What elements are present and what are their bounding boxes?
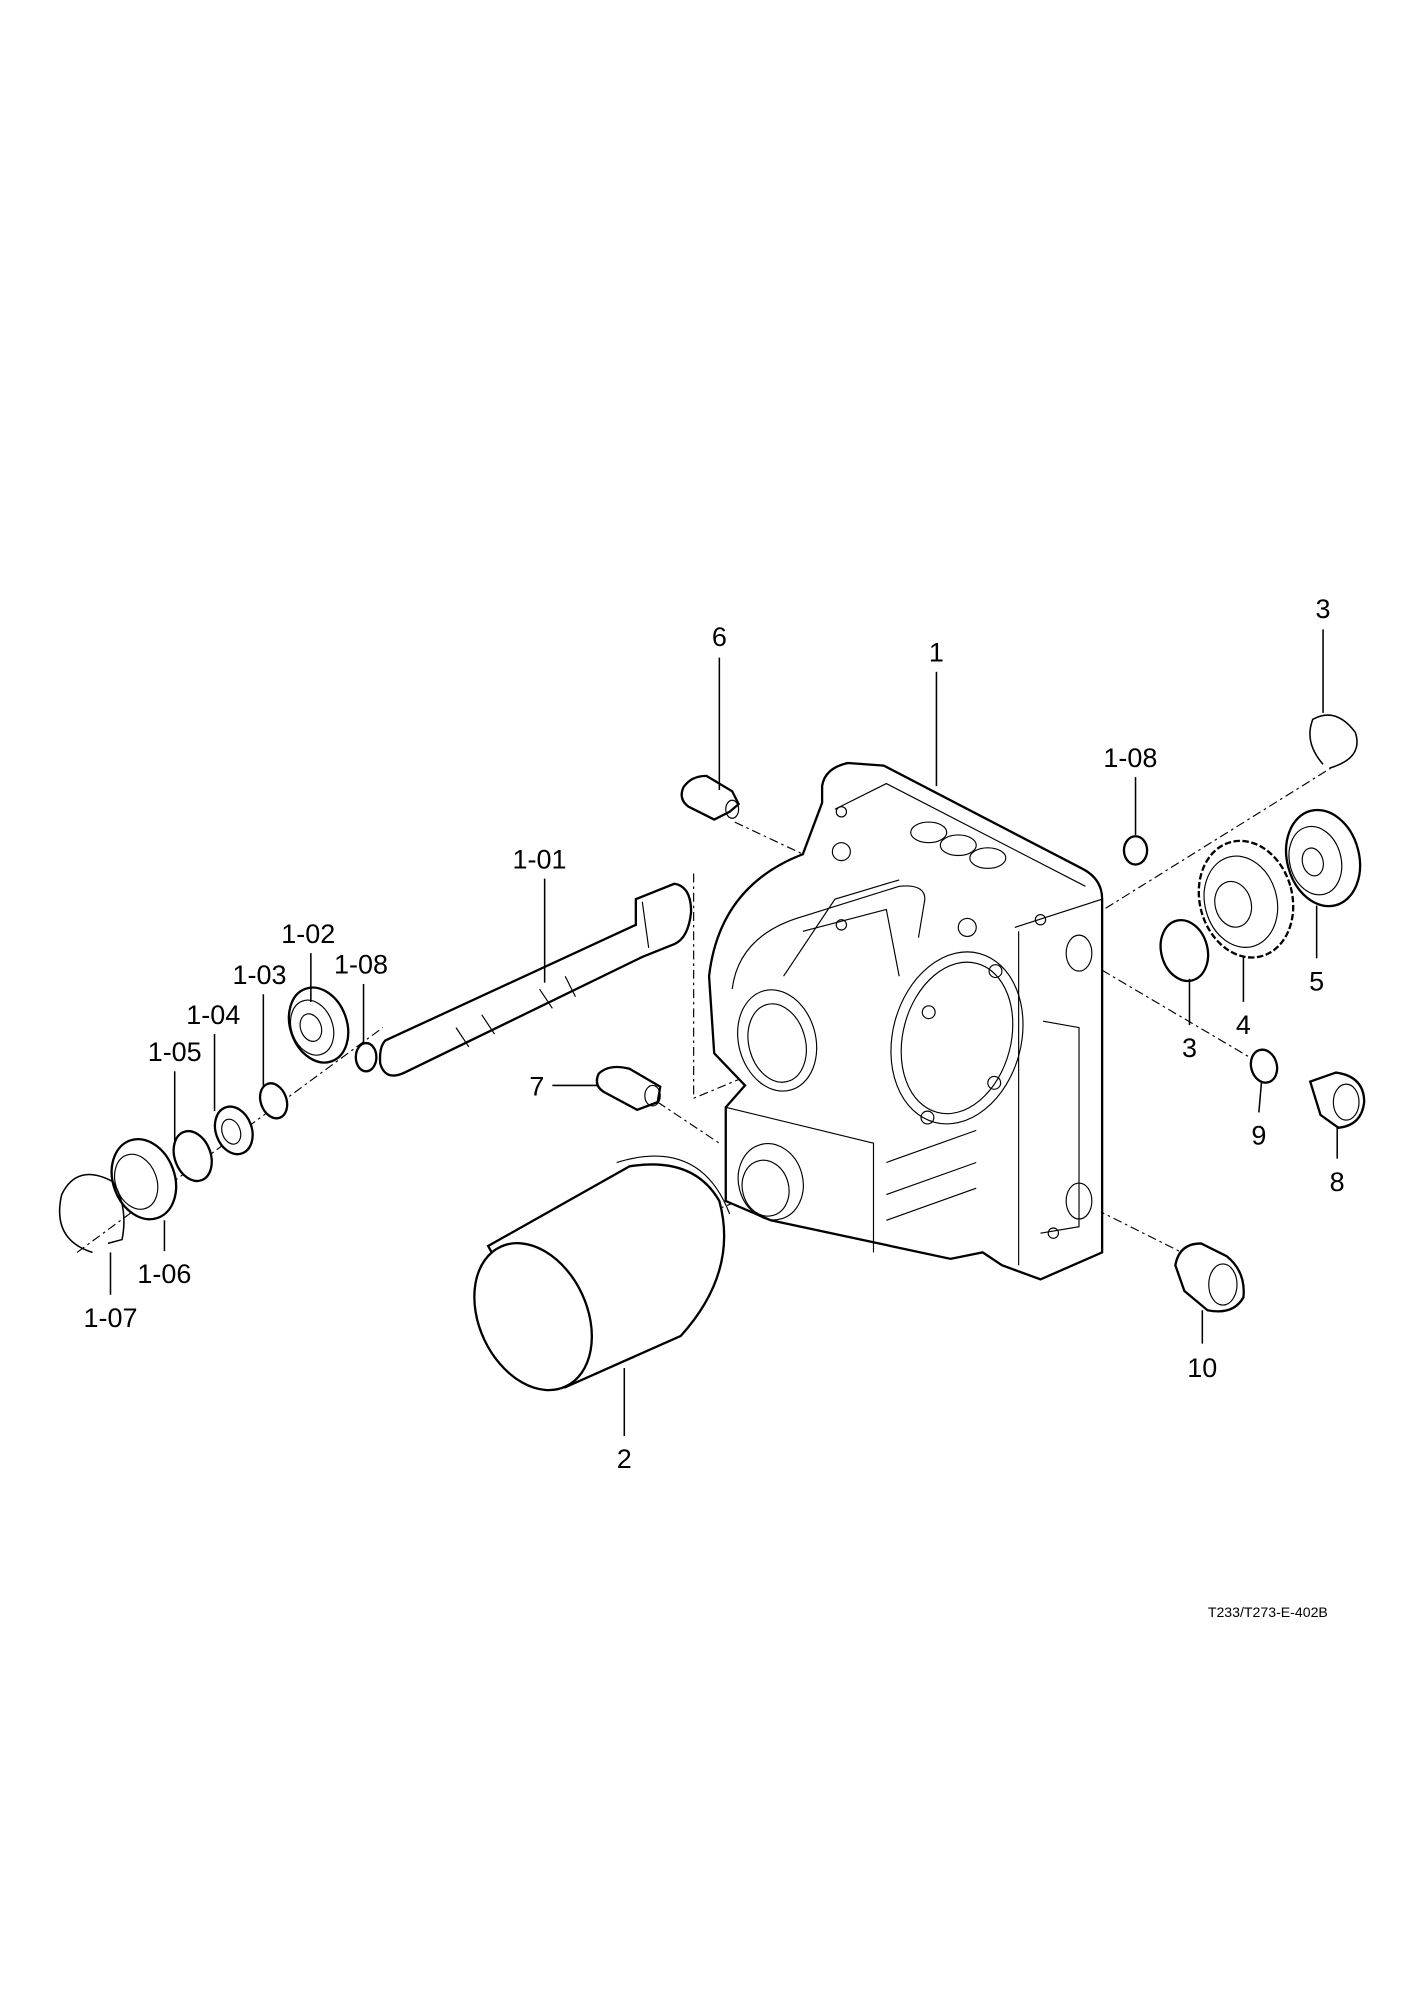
callout-1-04: 1-04	[186, 1000, 240, 1030]
callout-1-08-right: 1-08	[1103, 743, 1157, 773]
drawing-code: T233/T273-E-402B	[1208, 1604, 1328, 1620]
callout-9: 9	[1251, 1121, 1266, 1151]
callout-8: 8	[1330, 1167, 1345, 1197]
part-1-08-snap-ring-left	[354, 1041, 378, 1073]
part-9-o-ring	[1249, 1048, 1279, 1084]
part-1-04-spacer	[213, 1105, 254, 1156]
part-1-05-o-ring	[172, 1130, 213, 1183]
leader-lines	[109, 629, 1338, 1437]
callout-4: 4	[1236, 1010, 1251, 1040]
callout-3-lower: 3	[1182, 1033, 1197, 1063]
callout-5: 5	[1309, 966, 1324, 996]
part-1-08-snap-ring-right	[1122, 835, 1149, 866]
callout-1-03: 1-03	[232, 960, 286, 990]
part-3-circlip-lower	[1159, 919, 1210, 983]
part-5-bearing	[1284, 808, 1362, 908]
part-1-07-circlip	[58, 1173, 125, 1254]
callout-2: 2	[617, 1444, 632, 1474]
callout-1-06: 1-06	[137, 1259, 191, 1289]
part-4-gear	[1197, 839, 1295, 959]
callout-1-02: 1-02	[281, 919, 335, 949]
part-1-02-bearing	[287, 986, 350, 1064]
callout-1: 1	[929, 638, 944, 668]
callout-7: 7	[529, 1072, 544, 1102]
part-10-plug	[1174, 1242, 1245, 1313]
part-7-fitting	[595, 1065, 662, 1112]
gearbox-housing	[707, 761, 1104, 1281]
part-1-06-seal	[110, 1137, 178, 1221]
part-6-fitting	[680, 774, 741, 821]
callout-10: 10	[1187, 1353, 1217, 1383]
part-1-03-ring	[258, 1082, 289, 1120]
callout-1-01: 1-01	[513, 844, 567, 874]
callout-1-08-left: 1-08	[334, 950, 388, 980]
part-3-circlip-top	[1309, 714, 1358, 769]
part-8-plug	[1308, 1071, 1366, 1130]
callout-1-07: 1-07	[83, 1303, 137, 1333]
part-2-oil-filter	[473, 1155, 731, 1392]
part-1-01-shaft	[378, 882, 693, 1077]
callout-1-05: 1-05	[148, 1037, 202, 1067]
callout-3-top: 3	[1316, 594, 1331, 624]
callout-6: 6	[712, 622, 727, 652]
